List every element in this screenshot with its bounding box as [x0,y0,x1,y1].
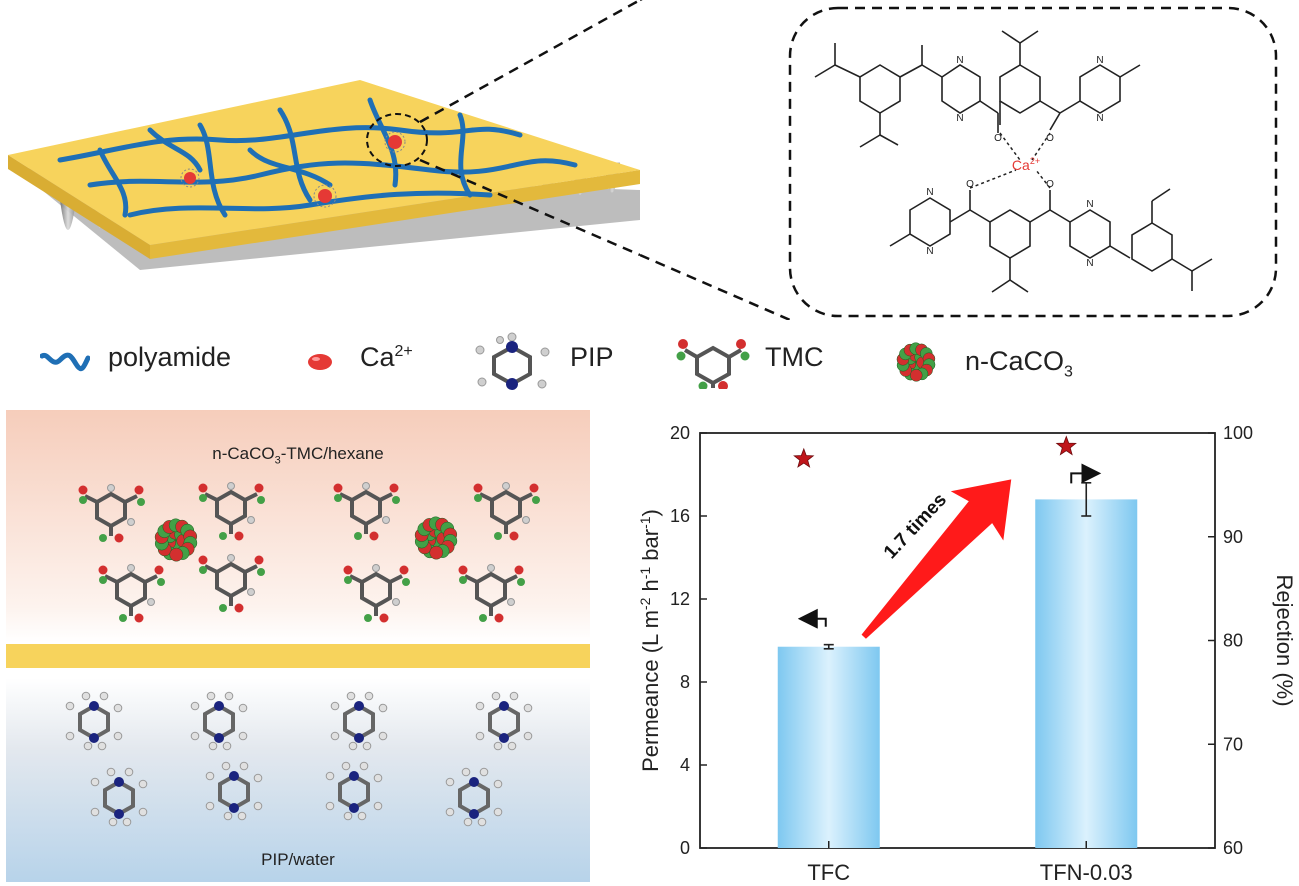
y-tick-label: 0 [680,838,690,858]
polyamide-icon [40,352,90,372]
interface-layer [6,644,590,668]
y-tick-label: 20 [670,423,690,443]
pip-molecule [65,691,123,751]
calcium-site [180,168,200,188]
zoom-circle [366,113,428,167]
x-tick-label: TFC [807,860,850,885]
nano-caco3-particle [414,516,458,560]
legend: polyamide Ca2+ PIP TMC n-CaCO3 [0,330,1299,390]
membrane-schematic [8,0,640,270]
legend-label-nano-caco3: n-CaCO3 [965,346,1073,381]
y-tick-label: 8 [680,672,690,692]
tmc-molecule [473,482,540,541]
tmc-molecule [198,482,265,541]
y2-tick-label: 70 [1223,734,1243,754]
calcium-ion-label: Ca2+ [1012,156,1040,173]
y2-tick-label: 100 [1223,423,1253,443]
y2-axis-label: Rejection (%) [1272,574,1297,706]
y2-tick-label: 80 [1223,631,1243,651]
molecules-scene [65,482,540,827]
right-axis-arrow [1070,463,1102,484]
tmc-molecule [78,484,145,543]
zoom-box [788,6,1278,318]
svg-text:N: N [926,246,933,257]
tmc-molecule [333,482,400,541]
interfacial-polymerization-panel: n-CaCO3-TMC/hexane PIP/water [6,410,590,882]
polyamide-fibers [57,97,578,218]
nano-caco3-particle [154,518,198,562]
pip-molecule [330,691,388,751]
legend-label-polyamide: polyamide [108,342,232,372]
zoom-line-extension [640,0,791,320]
legend-label-tmc: TMC [765,342,824,372]
svg-text:N: N [956,55,963,66]
nano-caco3-particle [896,342,936,382]
legend-label-pip: PIP [570,342,614,372]
svg-text:N: N [926,187,933,198]
svg-text:N: N [1096,55,1103,66]
y2-tick-label: 60 [1223,838,1243,858]
svg-text:N: N [1086,199,1093,210]
molecule-bottom [889,188,1213,293]
svg-text:O: O [966,179,974,190]
tmc-molecule-icon [676,339,750,389]
aqueous-phase-label: PIP/water [261,850,335,869]
pip-molecule [205,761,263,821]
coordination-structure: Ca2+ O O O O N N N N N N N N [788,6,1278,318]
calcium-ion-icon [308,354,332,370]
tmc-molecule [198,554,265,613]
nano-caco3-icon [896,342,936,382]
permeance-bar [1035,499,1138,848]
coordination-bonds [969,132,1051,189]
rejection-marker [1055,435,1077,456]
pip-molecule [325,761,383,821]
rejection-marker [793,447,815,468]
legend-label-calcium: Ca2+ [360,342,413,372]
svg-text:O: O [1046,179,1054,190]
svg-text:N: N [1096,113,1103,124]
y2-tick-label: 90 [1223,527,1243,547]
pip-molecule-icon [475,332,550,390]
atom-labels: O O O O N N N N N N N N [926,55,1103,269]
pip-molecule [90,767,148,827]
svg-text:N: N [956,113,963,124]
calcium-site-highlighted [366,113,428,167]
pip-molecule [445,767,503,827]
pip-molecule [475,691,533,751]
tmc-molecule [343,564,410,623]
pip-molecule [190,691,248,751]
zoom-line [419,0,640,124]
y-tick-label: 4 [680,755,690,775]
svg-text:N: N [1086,258,1093,269]
left-axis-arrow [797,608,827,629]
permeance-bar [777,646,880,848]
svg-text:O: O [1046,133,1054,144]
increase-arrow [861,479,1012,639]
y-tick-label: 16 [670,506,690,526]
calcium-site [313,184,337,208]
tmc-molecule [98,564,165,623]
tmc-molecule [458,564,525,623]
plot-frame [699,432,1216,849]
zoom-line [419,158,640,257]
molecule-top [814,30,1141,148]
svg-text:O: O [994,133,1002,144]
x-tick-label: TFN-0.03 [1040,860,1133,885]
y-tick-label: 12 [670,589,690,609]
organic-phase-label: n-CaCO3-TMC/hexane [212,444,384,467]
y-axis-label: Permeance (L m-2 h-1 bar-1) [637,509,663,772]
